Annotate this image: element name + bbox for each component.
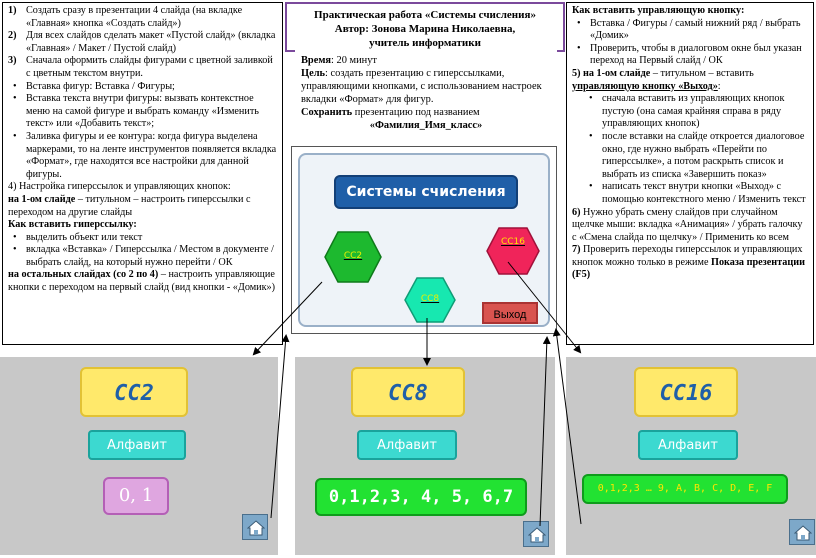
step-4-first-slide: на 1-ом слайде – титульном – настроить г…	[8, 193, 251, 218]
step-4-other-slides: на остальных слайдах (со 2 по 4) – настр…	[8, 269, 276, 294]
hex-link-cc8[interactable]: СС8	[404, 277, 456, 323]
hexagon-shape	[324, 231, 382, 283]
right-instructions-panel: Как вставить управляющую кнопку: Вставка…	[566, 2, 814, 345]
step-5: 5) на 1-ом слайде – титульном – вставить…	[572, 67, 754, 92]
home-icon	[794, 525, 812, 541]
exit-bullet-2: после вставки на слайде откроется диалог…	[572, 131, 808, 181]
action-bullet-1: Вставка / Фигуры / самый нижний ряд / вы…	[572, 18, 808, 43]
bullet-insert-shapes: Вставка фигур: Вставка / Фигуры;	[8, 81, 277, 94]
title-line-2: Автор: Зонова Марина Николаевна,	[334, 23, 516, 35]
slide-cc16: СС16 Алфавит 0,1,2,3 … 9, A, B, C, D, E,…	[566, 357, 816, 555]
step-1: 1)Создать сразу в презентации 4 слайда (…	[8, 5, 243, 29]
hyperlink-bullet-2: вкладка «Вставка» / Гиперссылка / Местом…	[8, 244, 277, 269]
title-slide-preview: Системы счисления СС2 СС8 СС16 Выход	[291, 146, 557, 334]
alphabet-button[interactable]: Алфавит	[88, 430, 186, 460]
hex-link-cc2[interactable]: СС2	[324, 231, 382, 283]
title-line-1: Практическая работа «Системы счисления»	[314, 9, 536, 21]
step-6: 6) Нужно убрать смену слайдов при случай…	[572, 206, 803, 243]
alphabet-button[interactable]: Алфавит	[638, 430, 738, 460]
slide-title-cc16: СС16	[634, 367, 738, 417]
worksheet-title: Практическая работа «Системы счисления» …	[285, 2, 565, 52]
step-3: 3)Сначала оформить слайды фигурами с цве…	[8, 55, 273, 79]
goal-line: Цель: создать презентацию с гиперссылкам…	[301, 68, 542, 105]
exit-bullet-1: сначала вставить из управляющих кнопок п…	[572, 93, 808, 131]
left-instructions-panel: 1)Создать сразу в презентации 4 слайда (…	[2, 2, 283, 345]
save-line: Сохранить презентацию под названием	[301, 107, 480, 118]
bullet-fill-shape: Заливка фигуры и ее контура: когда фигур…	[8, 131, 277, 181]
step-4: 4) Настройка гиперссылок и управляющих к…	[8, 181, 231, 193]
home-icon	[528, 527, 546, 543]
hexagon-shape	[404, 277, 456, 323]
alphabet-values-cc2: 0, 1	[103, 477, 169, 515]
hex-label-cc2: СС2	[343, 251, 363, 261]
exit-button[interactable]: Выход	[482, 302, 538, 324]
hexagon-shape	[486, 227, 540, 275]
title-line-3: учитель информатики	[369, 37, 481, 49]
title-slide-frame: Системы счисления СС2 СС8 СС16 Выход	[298, 153, 550, 327]
save-filename: «Фамилия_Имя_класс»	[369, 120, 483, 131]
hex-link-cc16[interactable]: СС16	[486, 227, 540, 275]
task-info: Время: 20 минут Цель: создать презентаци…	[295, 50, 557, 138]
alphabet-button[interactable]: Алфавит	[357, 430, 457, 460]
exit-bullet-3: написать текст внутри кнопки «Выход» с п…	[572, 181, 808, 206]
slide-title-cc2: СС2	[80, 367, 188, 417]
hex-label-cc16: СС16	[500, 237, 526, 247]
home-button[interactable]	[789, 519, 815, 545]
home-button[interactable]	[523, 521, 549, 547]
slide-title-cc8: СС8	[351, 367, 465, 417]
bullet-insert-text: Вставка текста внутри фигуры: вызвать ко…	[8, 93, 277, 131]
step-7: 7) Проверить переходы гиперссылок и упра…	[572, 244, 805, 281]
preview-title-banner: Системы счисления	[334, 175, 518, 209]
home-button[interactable]	[242, 514, 268, 540]
how-action-button-heading: Как вставить управляющую кнопку:	[572, 5, 745, 16]
step-2: 2)Для всех слайдов сделать макет «Пустой…	[8, 30, 276, 54]
hex-label-cc8: СС8	[420, 294, 440, 304]
action-bullet-2: Проверить, чтобы в диалоговом окне был у…	[572, 43, 808, 68]
home-icon	[247, 520, 265, 536]
hyperlink-bullet-1: выделить объект или текст	[8, 232, 277, 245]
time-line: Время: 20 минут	[301, 55, 377, 66]
alphabet-values-cc16: 0,1,2,3 … 9, A, B, C, D, E, F	[582, 474, 788, 504]
alphabet-values-cc8: 0,1,2,3, 4, 5, 6,7	[315, 478, 527, 516]
slide-cc2: СС2 Алфавит 0, 1	[0, 357, 278, 555]
slide-cc8: СС8 Алфавит 0,1,2,3, 4, 5, 6,7	[295, 357, 555, 555]
how-hyperlink-heading: Как вставить гиперссылку:	[8, 219, 137, 231]
